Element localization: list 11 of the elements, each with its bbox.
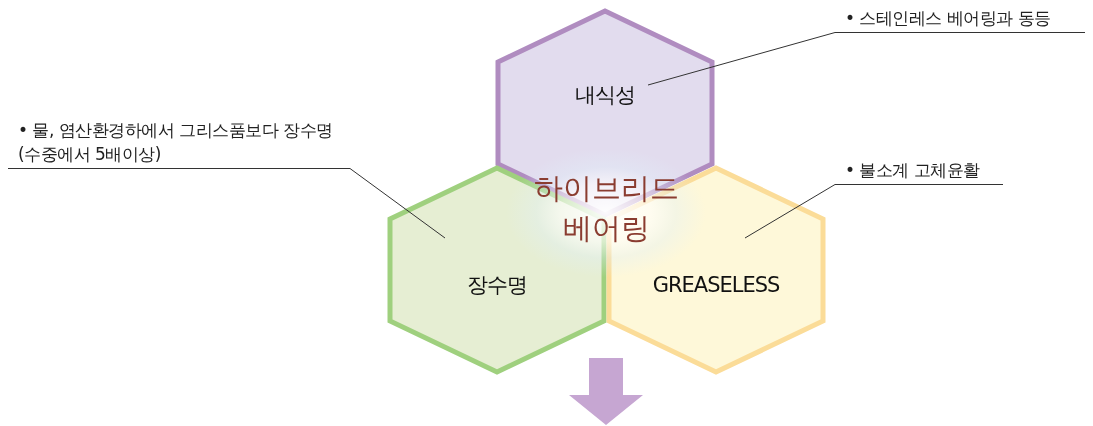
hexagon-label: 장수명 (467, 272, 527, 299)
leader-line (647, 32, 836, 86)
block-arrow (569, 358, 643, 425)
callout-text: • 스테인레스 베어링과 동등 (835, 6, 1085, 33)
hexagon-label: 내식성 (575, 82, 635, 109)
callout-text: • 불소계 고체윤활 (835, 158, 1003, 185)
leader-line (744, 184, 836, 239)
callout-text: • 물, 염산환경하에서 그리스품보다 장수명 (수중에서 5배이상) (8, 118, 350, 169)
leader-line (349, 168, 446, 239)
hexagon-label: GREASELESS (652, 273, 780, 297)
center-title: 하이브리드 베어링 (532, 170, 680, 247)
